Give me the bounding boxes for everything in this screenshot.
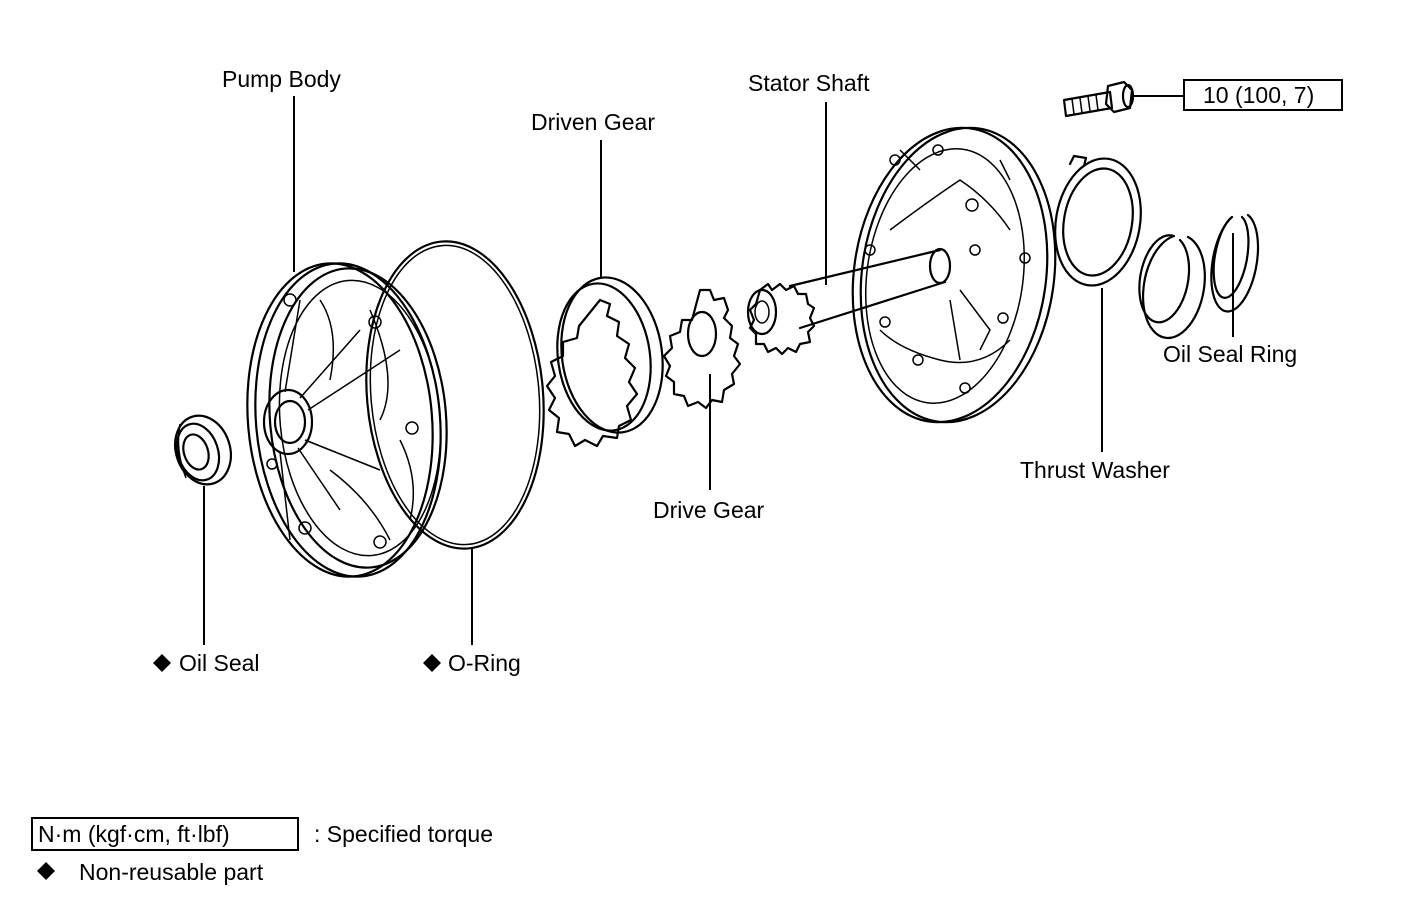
- label-oil-seal-ring: Oil Seal Ring: [1163, 341, 1297, 367]
- label-pump-body: Pump Body: [222, 66, 341, 92]
- label-drive-gear: Drive Gear: [653, 497, 765, 523]
- leader-lines: [203, 95, 1234, 645]
- black-diamond-icon: [37, 862, 55, 880]
- torque-spec-box: [1183, 79, 1343, 111]
- oil-seal-ring-part: [1138, 213, 1260, 340]
- black-diamond-icon: [153, 654, 171, 672]
- legend-nonreusable-description: Non-reusable part: [79, 859, 264, 885]
- thrust-washer-part: [1054, 154, 1142, 287]
- black-diamond-icon: [423, 654, 441, 672]
- label-driven-gear: Driven Gear: [531, 109, 655, 135]
- pump-body-part: [246, 262, 448, 578]
- label-stator-shaft: Stator Shaft: [748, 70, 870, 96]
- oil-seal-part: [174, 414, 232, 486]
- driven-gear-part: [545, 276, 664, 448]
- legend-torque-box: [31, 817, 299, 851]
- drive-gear-part: [662, 288, 742, 410]
- o-ring-part: [365, 240, 545, 550]
- legend-torque-description: : Specified torque: [314, 821, 493, 847]
- stator-shaft-part: [746, 126, 1057, 424]
- bolt-part: [1062, 80, 1135, 118]
- label-o-ring: O-Ring: [448, 650, 521, 676]
- legend: N·m (kgf·cm, ft·lbf) : Specified torque …: [31, 817, 493, 885]
- legend-torque-units: N·m (kgf·cm, ft·lbf): [38, 821, 230, 847]
- torque-spec-value: 10 (100, 7): [1203, 82, 1314, 108]
- label-thrust-washer: Thrust Washer: [1020, 457, 1170, 483]
- label-oil-seal: Oil Seal: [179, 650, 260, 676]
